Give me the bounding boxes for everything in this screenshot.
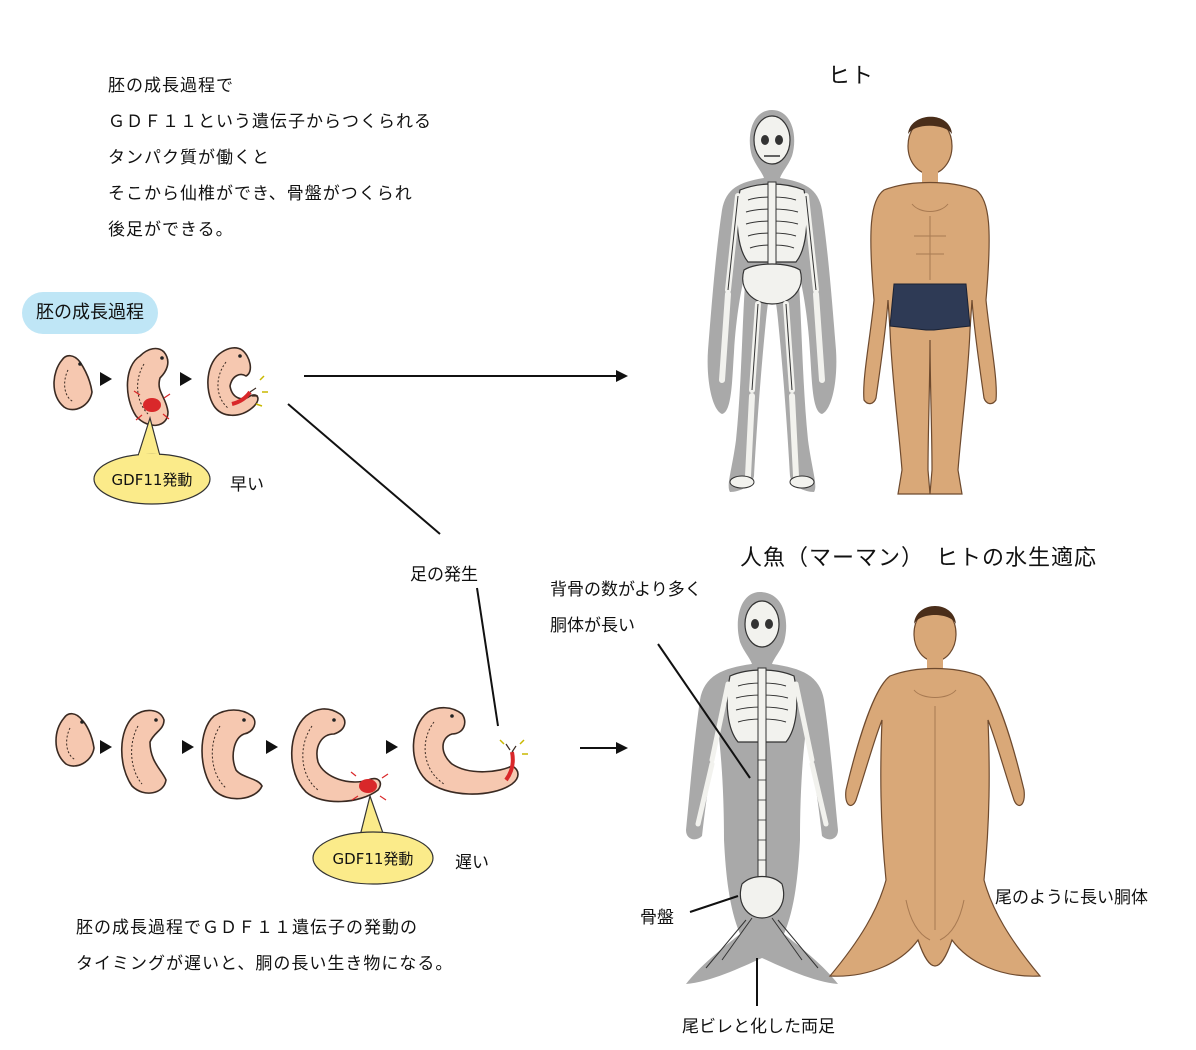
intro-line: 後足ができる。	[108, 220, 234, 240]
human-skeleton-figure	[707, 110, 837, 492]
step-arrow-icon	[100, 372, 112, 386]
embryo-late-5	[412, 706, 528, 795]
step-arrow-icon	[386, 740, 398, 754]
human-title: ヒト	[828, 64, 875, 89]
leader-pelvis	[689, 895, 739, 913]
conclusion-text: 胚の成長過程でＧＤＦ１１遺伝子の発動の タイミングが遅いと、胴の長い生き物になる…	[76, 910, 453, 982]
human-figure	[863, 116, 997, 495]
gdf-callout-late: GDF11発動	[312, 793, 434, 885]
conclusion-line: 胚の成長過程でＧＤＦ１１遺伝子の発動の	[76, 918, 418, 938]
gdf-label-late: GDF11発動	[333, 850, 414, 868]
intro-line: ＧＤＦ１１という遺伝子からつくられる	[108, 112, 432, 132]
embryo-late-1	[55, 712, 95, 767]
embryo-late-2	[120, 709, 167, 794]
embryo-early-1	[53, 354, 93, 411]
pelvis-label: 骨盤	[640, 908, 674, 928]
embryo-early-3	[207, 347, 268, 417]
torso-note-label: 尾のように長い胴体	[995, 888, 1148, 908]
gdf-activation-spot	[143, 398, 161, 412]
spine-note-line: 胴体が長い	[550, 616, 635, 636]
conclusion-line: タイミングが遅いと、胴の長い生き物になる。	[76, 954, 454, 974]
intro-line: タンパク質が働くと	[108, 148, 270, 168]
step-arrow-icon	[180, 372, 192, 386]
step-arrow-icon	[182, 740, 194, 754]
step-arrow-icon	[266, 740, 278, 754]
step-arrow-icon	[100, 740, 112, 754]
leader-spine	[657, 643, 751, 779]
intro-text: 胚の成長過程で ＧＤＦ１１という遺伝子からつくられる タンパク質が働くと そこか…	[108, 68, 432, 248]
embryo-early-2	[126, 347, 171, 427]
stage-label-pill: 胚の成長過程	[22, 292, 158, 334]
tail-fin-label: 尾ビレと化した両足	[682, 1017, 835, 1037]
gdf-label-early: GDF11発動	[112, 471, 193, 489]
leader-late-leg	[476, 587, 499, 727]
leader-early-leg	[287, 403, 441, 535]
late-speed-label: 遅い	[455, 853, 489, 873]
spine-note: 背骨の数がより多く 胴体が長い	[550, 572, 702, 644]
gdf-activation-spot	[359, 779, 377, 793]
intro-line: そこから仙椎ができ、骨盤がつくられ	[108, 184, 413, 204]
merman-skeleton-figure	[686, 592, 838, 984]
embryo-late-3	[201, 709, 263, 800]
gdf-callout-early: GDF11発動	[93, 415, 211, 505]
intro-line: 胚の成長過程で	[108, 76, 234, 96]
spine-note-line: 背骨の数がより多く	[550, 580, 702, 600]
leg-development-label: 足の発生	[410, 565, 478, 585]
embryo-late-4	[290, 708, 389, 803]
merman-figure	[828, 606, 1042, 977]
early-speed-label: 早い	[230, 475, 264, 495]
merman-title: 人魚（マーマン） ヒトの水生適応	[740, 546, 1098, 571]
